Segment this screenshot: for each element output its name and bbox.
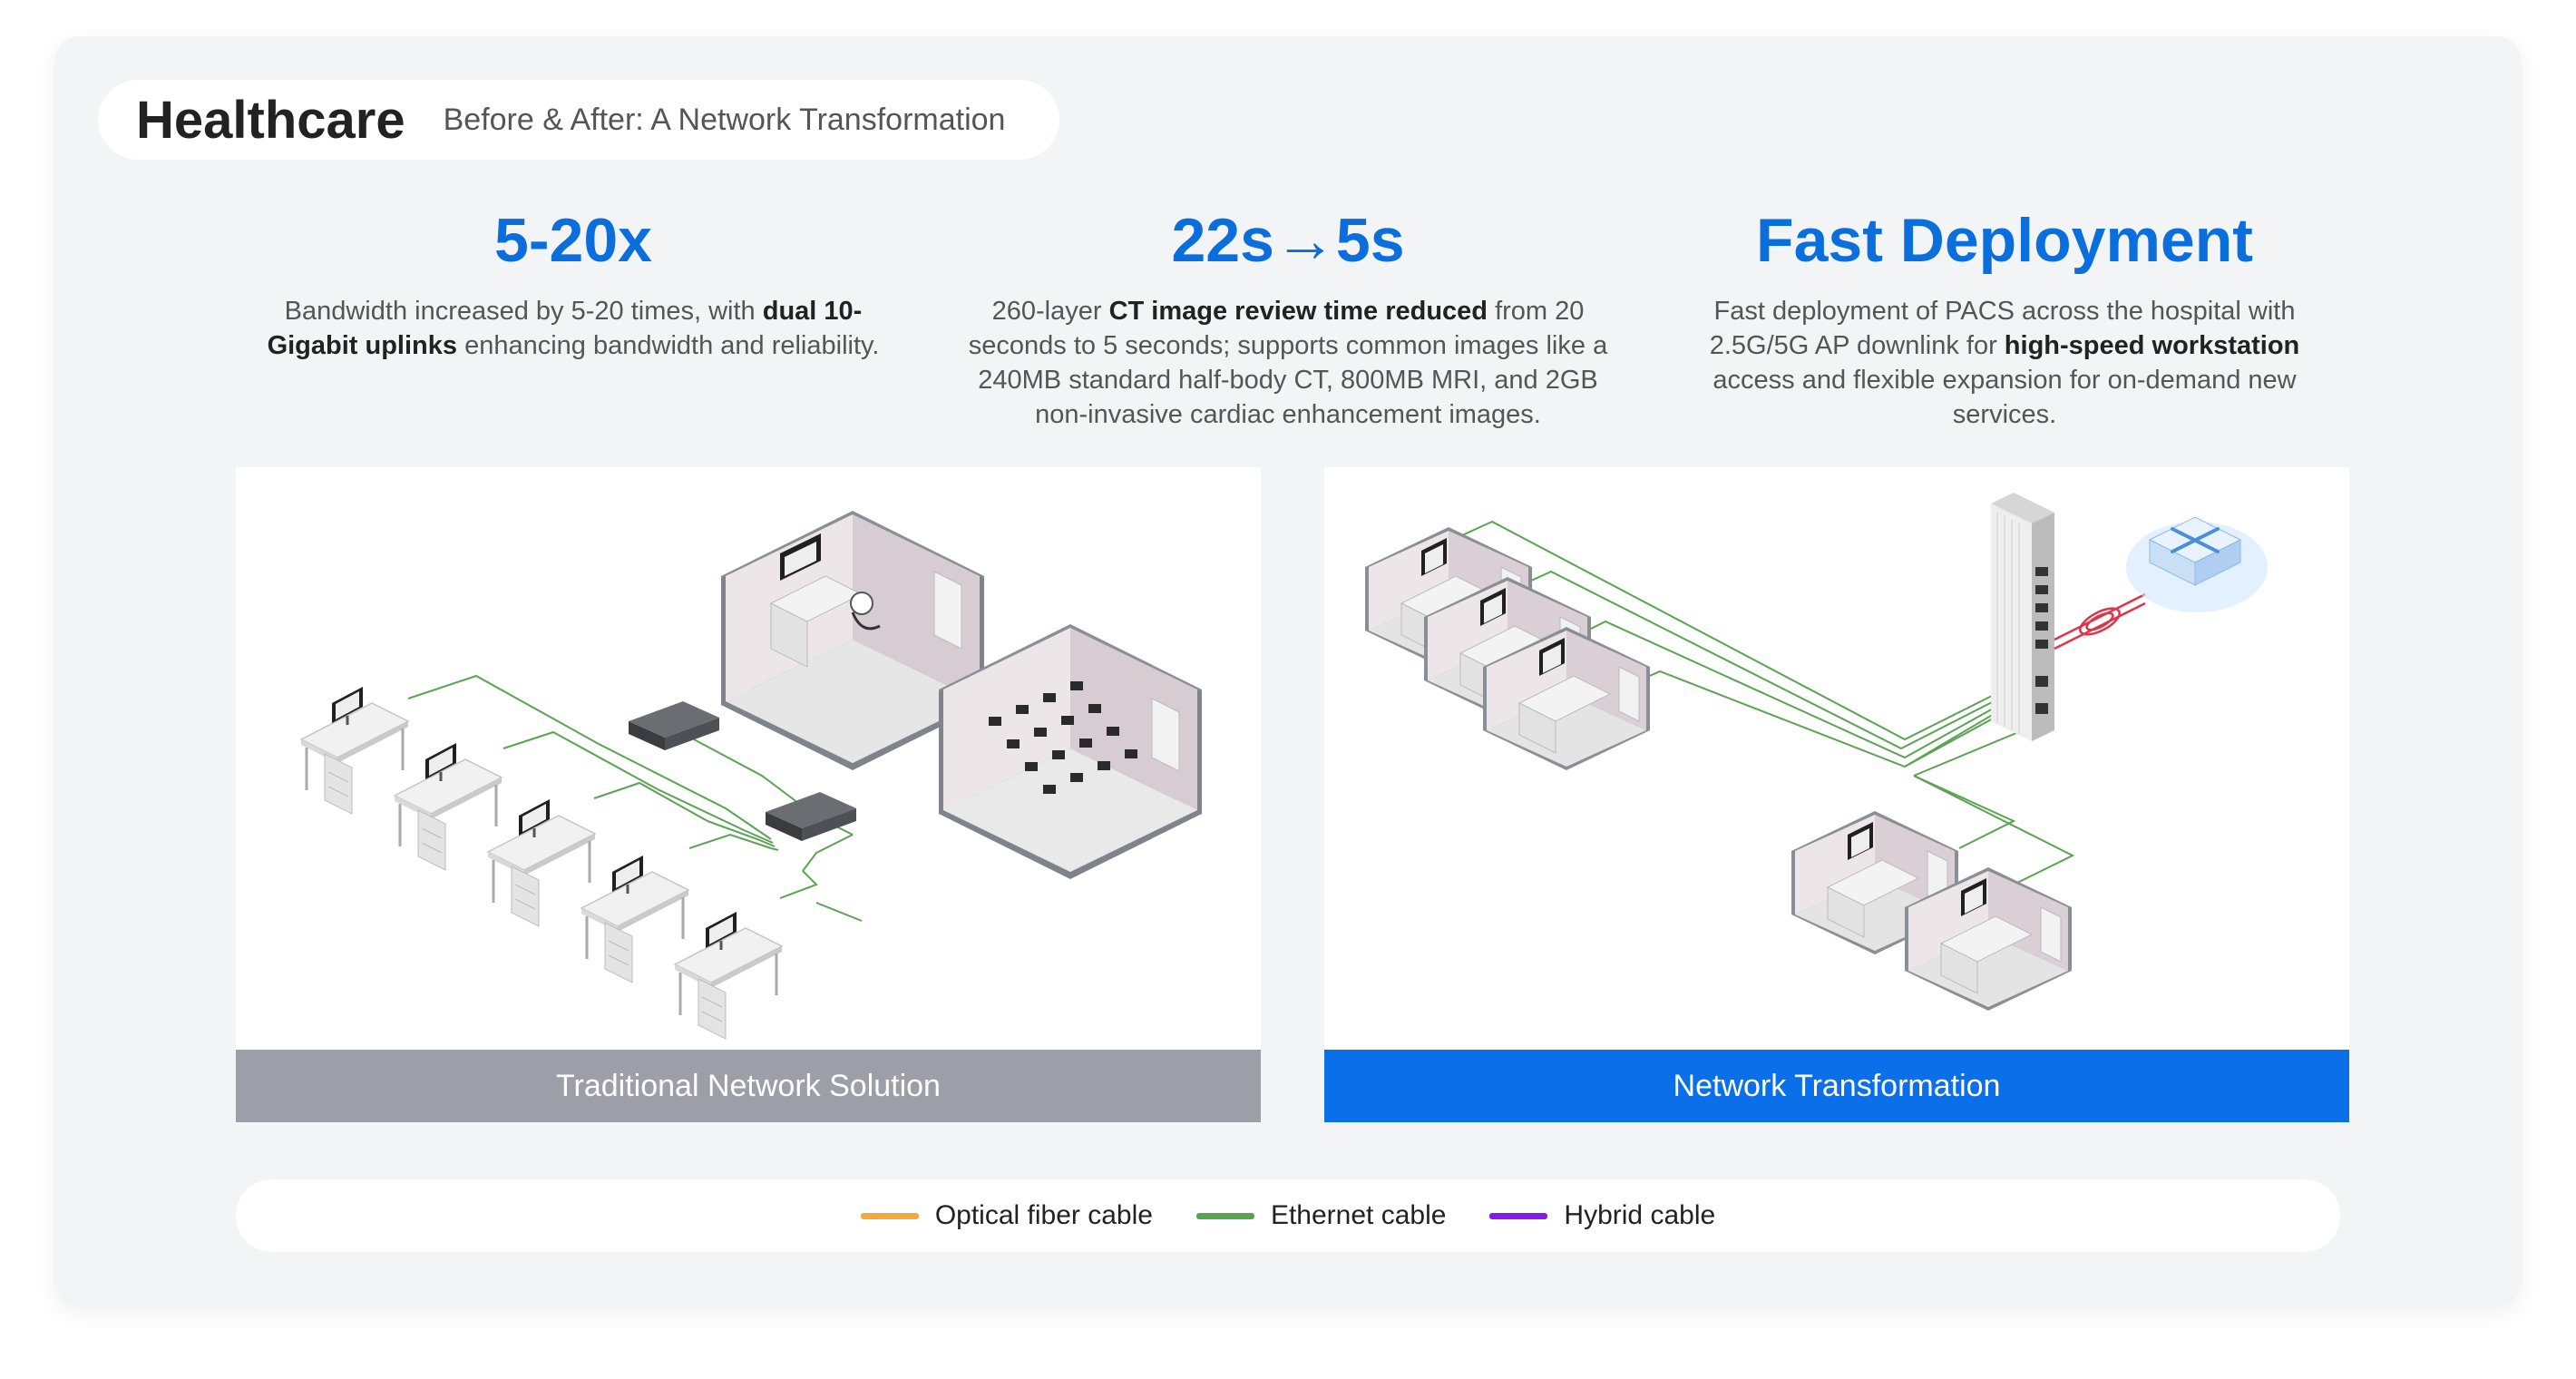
stat-description: 260-layer CT image review time reduced f…	[968, 297, 1608, 429]
caption-transformation: Network Transformation	[1324, 1050, 2349, 1122]
stat-description: Fast deployment of PACS across the hospi…	[1709, 297, 2300, 429]
legend-label: Hybrid cable	[1564, 1200, 1716, 1230]
stat-headline: Fast Deployment	[1756, 206, 2253, 275]
stat-description: Bandwidth increased by 5-20 times, with …	[267, 297, 880, 360]
page-title: Healthcare	[136, 90, 405, 150]
stat-bandwidth: 5-20x Bandwidth increased by 5-20 times,…	[247, 200, 900, 363]
legend-label: Optical fiber cable	[934, 1200, 1153, 1230]
panel-transformation: Network Transformation	[1324, 467, 2349, 1122]
optical-fiber-swatch	[860, 1212, 919, 1219]
page-subtitle: Before & After: A Network Transformation	[443, 102, 1006, 137]
legend-item-ethernet: Ethernet cable	[1195, 1200, 1447, 1231]
caption-traditional: Traditional Network Solution	[236, 1050, 1261, 1122]
stat-ct-review: 22s→5s 260-layer CT image review time re…	[961, 200, 1615, 432]
cable-legend: Optical fiber cable Ethernet cable Hybri…	[236, 1179, 2340, 1252]
legend-item-hybrid: Hybrid cable	[1489, 1200, 1715, 1231]
stat-deployment: Fast Deployment Fast deployment of PACS …	[1678, 200, 2331, 432]
hybrid-swatch	[1489, 1212, 1548, 1219]
traditional-network-illustration	[299, 511, 1202, 1041]
ethernet-swatch	[1195, 1212, 1254, 1219]
panel-traditional: Traditional Network Solution	[236, 467, 1261, 1122]
legend-label: Ethernet cable	[1270, 1200, 1447, 1230]
transformed-network-illustration	[1364, 493, 2268, 1012]
title-pill: Healthcare Before & After: A Network Tra…	[98, 80, 1059, 160]
stat-headline: 5-20x	[494, 206, 652, 275]
stat-headline: 22s→5s	[1171, 206, 1405, 275]
legend-item-optical-fiber: Optical fiber cable	[860, 1200, 1153, 1231]
